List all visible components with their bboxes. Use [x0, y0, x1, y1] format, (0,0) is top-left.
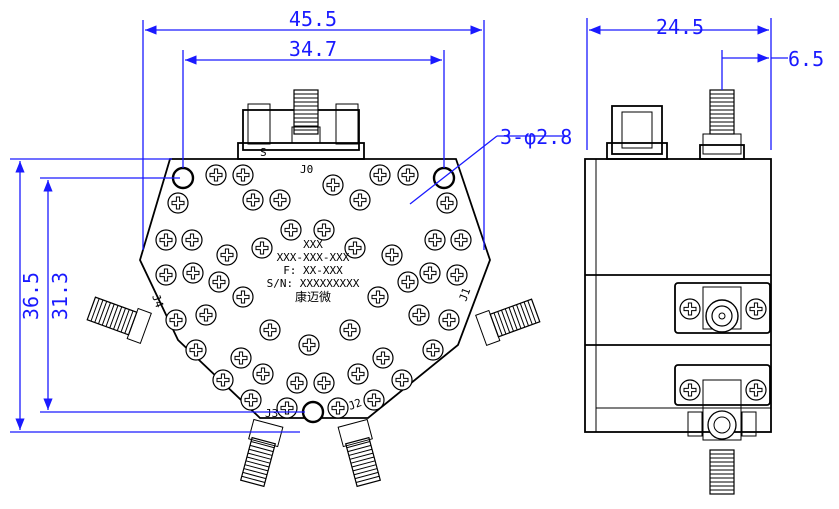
side-housing [584, 158, 772, 433]
dim-height-overall: 36.5 [19, 272, 43, 320]
label-line-1: XXX [303, 238, 323, 251]
front-dimensions: 45.5 34.7 36.5 31.3 3-φ2.8 [10, 7, 572, 433]
label-maker: 康迈微 [295, 289, 331, 304]
port-label-j0: J0 [300, 163, 313, 176]
side-view [584, 89, 772, 495]
connector-j3 [240, 418, 284, 487]
label-line-3: F: XX-XXX [283, 264, 343, 277]
port-label-j1: J1 [457, 286, 474, 303]
connector-j1 [475, 298, 541, 346]
side-connector-flange [674, 282, 771, 334]
dim-connector-offset: 6.5 [788, 47, 824, 71]
side-dimensions: 24.5 6.5 [586, 15, 824, 150]
dim-hole-spacing-y: 31.3 [48, 272, 72, 320]
side-connector-bottom [674, 364, 771, 495]
connector-j4 [86, 296, 152, 344]
label-line-4: S/N: XXXXXXXXX [267, 277, 360, 290]
front-view: J0 S J4 J1 J3 J2 XXX XXX-XXX-XXX F: XX-X… [86, 89, 541, 487]
label-line-2: XXX-XXX-XXX [277, 251, 350, 264]
housing-outline [139, 158, 491, 419]
dim-hole-spacing-x: 34.7 [289, 37, 337, 61]
port-label-j2: J2 [347, 396, 364, 413]
port-label-j4: J4 [149, 293, 166, 310]
connector-j2 [337, 418, 381, 487]
connector-j0 [237, 89, 365, 160]
dim-width-overall: 45.5 [289, 7, 337, 31]
dim-depth: 24.5 [656, 15, 704, 39]
product-label: XXX XXX-XXX-XXX F: XX-XXX S/N: XXXXXXXXX… [267, 238, 360, 304]
dim-mount-holes: 3-φ2.8 [500, 125, 572, 149]
s-mark: S [260, 146, 267, 159]
port-label-j3: J3 [265, 407, 278, 420]
